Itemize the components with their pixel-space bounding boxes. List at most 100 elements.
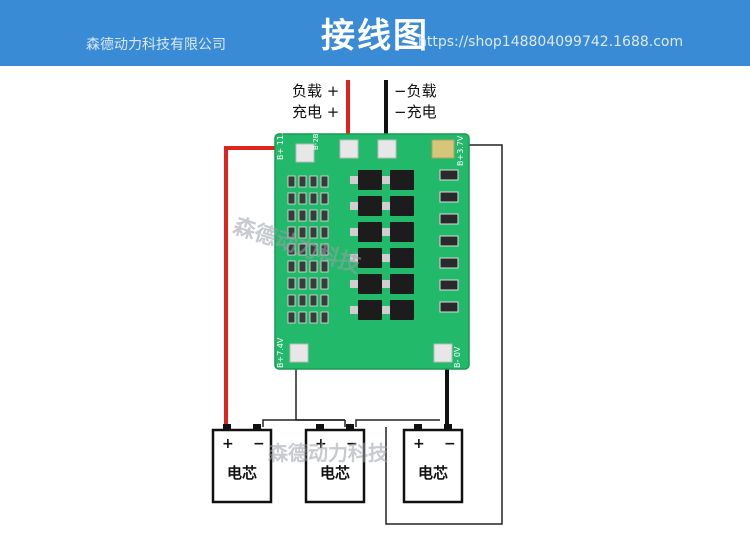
battery-label: 电芯 <box>320 464 350 482</box>
charge-negative-label: −充电 <box>394 103 437 121</box>
battery-minus-sign: − <box>444 436 456 452</box>
smd-component <box>309 209 318 222</box>
mosfet-lead <box>350 280 358 288</box>
smd-component <box>298 311 307 324</box>
resistor <box>439 169 459 181</box>
battery-minus-sign: − <box>346 436 358 452</box>
mosfet-chip <box>390 222 414 242</box>
mosfet-chip <box>358 222 382 242</box>
shop-url: https://shop148804099742.1688.com <box>418 34 684 50</box>
smd-component <box>298 277 307 290</box>
smd-component <box>320 243 329 256</box>
bms-board: B+ 11.1V B+3.7V B- 0V B+7.4V B-2B <box>274 121 470 370</box>
board-label-b37: B+3.7V <box>456 135 465 166</box>
mosfet-lead <box>350 228 358 236</box>
balance-wires <box>262 144 503 525</box>
red-wires <box>224 80 350 425</box>
battery-plus-sign: + <box>222 436 234 452</box>
resistor <box>439 257 459 269</box>
battery-terminal-positive <box>414 424 422 430</box>
board-label-b74: B+7.4V <box>276 337 285 368</box>
smd-component <box>320 192 329 205</box>
wire-cell1-cell2 <box>295 365 345 421</box>
pad-p-minus <box>377 139 397 159</box>
resistor <box>439 235 459 247</box>
smd-component <box>320 294 329 307</box>
battery-label: 电芯 <box>227 464 257 482</box>
wire-cell3-pos-b37 <box>385 144 503 525</box>
black-wires <box>384 80 449 425</box>
smd-component <box>309 294 318 307</box>
load-negative-label: −负载 <box>394 82 437 100</box>
smd-component <box>320 311 329 324</box>
resistor <box>439 213 459 225</box>
mosfet-lead <box>382 280 390 288</box>
battery-terminal-positive <box>223 424 231 430</box>
smd-component <box>320 260 329 273</box>
board-label-b11: B+ 11.1V <box>276 121 285 160</box>
smd-component <box>298 243 307 256</box>
smd-component <box>287 226 296 239</box>
resistor <box>439 279 459 291</box>
smd-component <box>287 243 296 256</box>
load-positive-label: 负载 + <box>292 82 340 100</box>
mosfet-chip <box>390 248 414 268</box>
mosfet-lead <box>382 176 390 184</box>
battery-terminal-negative <box>346 424 354 430</box>
battery-terminal-positive <box>316 424 324 430</box>
mosfet-chip <box>358 170 382 190</box>
battery-cell <box>304 428 366 504</box>
battery-terminal-negative <box>253 424 261 430</box>
company-name: 森德动力科技有限公司 <box>86 37 226 53</box>
red-wire-battery-pos <box>224 146 277 425</box>
smd-component <box>287 260 296 273</box>
smd-component <box>298 294 307 307</box>
smd-component <box>309 260 318 273</box>
board-label-p: B-2B <box>312 133 320 150</box>
smd-component <box>320 175 329 188</box>
mosfet-chip <box>358 300 382 320</box>
pad-bottom-left <box>289 343 309 363</box>
smd-component <box>320 277 329 290</box>
resistor <box>439 191 459 203</box>
mosfet-chip <box>358 274 382 294</box>
smd-component <box>309 243 318 256</box>
wire-cell1-neg <box>262 419 345 427</box>
smd-component <box>287 277 296 290</box>
left-resistor-array <box>287 175 329 324</box>
mosfet-lead <box>350 254 358 262</box>
smd-component <box>309 192 318 205</box>
smd-component <box>287 311 296 324</box>
mosfet-chip <box>390 196 414 216</box>
mosfet-lead <box>382 254 390 262</box>
battery-cell <box>402 428 464 504</box>
smd-component <box>309 311 318 324</box>
mosfet-chip <box>358 248 382 268</box>
battery-minus-sign: − <box>253 436 265 452</box>
mosfet-lead <box>382 202 390 210</box>
smd-component <box>287 175 296 188</box>
battery-label: 电芯 <box>418 464 448 482</box>
smd-component <box>298 209 307 222</box>
charge-positive-label: 充电 + <box>292 103 340 121</box>
mosfet-lead <box>382 228 390 236</box>
resistor-column <box>439 169 459 313</box>
watermark-cells: 森德动力科技 <box>268 441 389 465</box>
resistor <box>439 301 459 313</box>
mosfet-chip <box>390 170 414 190</box>
smd-component <box>298 260 307 273</box>
mosfet-chip <box>358 196 382 216</box>
smd-component <box>298 226 307 239</box>
mosfet-chip <box>390 300 414 320</box>
smd-component <box>287 192 296 205</box>
smd-component <box>298 175 307 188</box>
battery-cell <box>211 428 273 504</box>
pad-p-plus <box>339 139 359 159</box>
battery-plus-sign: + <box>315 436 327 452</box>
smd-component <box>309 175 318 188</box>
smd-component <box>320 226 329 239</box>
board-label-b0: B- 0V <box>453 346 462 368</box>
smd-component <box>309 277 318 290</box>
